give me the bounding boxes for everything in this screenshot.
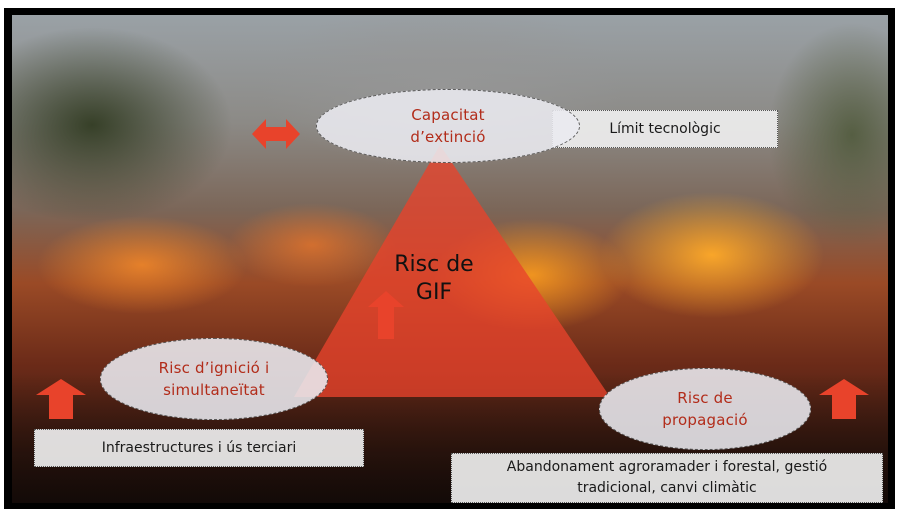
risk-triangle — [294, 145, 610, 397]
node-risc-ignicio: Risc d’ignició i simultaneïtat — [100, 338, 328, 420]
node-top-line2: d’extinció — [410, 128, 486, 146]
center-up-arrow-icon — [368, 291, 404, 339]
factor-right-box: Abandonament agroramader i forestal, ges… — [451, 453, 883, 503]
slide-frame: Límit tecnològic Capacitat d’extinció Ri… — [4, 8, 895, 509]
right-up-arrow-icon — [819, 379, 869, 419]
node-right-line2: propagació — [662, 411, 748, 429]
node-risc-propagacio: Risc de propagació — [599, 368, 811, 450]
factor-left-text: Infraestructures i ús terciari — [101, 439, 297, 456]
center-label: Risc de GIF — [372, 251, 496, 307]
factor-top-box: Límit tecnològic — [552, 110, 778, 148]
wildfire-background: Límit tecnològic Capacitat d’extinció Ri… — [12, 15, 888, 503]
double-horizontal-arrow-icon — [252, 119, 300, 149]
node-left-line2: simultaneïtat — [163, 381, 265, 399]
center-label-line1: Risc de — [394, 252, 474, 277]
node-top-line1: Capacitat — [411, 106, 485, 124]
left-up-arrow-icon — [36, 379, 86, 419]
factor-left-box: Infraestructures i ús terciari — [34, 429, 364, 467]
node-capacitat-extincio: Capacitat d’extinció — [316, 89, 580, 163]
factor-top-text: Límit tecnològic — [609, 120, 721, 137]
center-label-line2: GIF — [415, 280, 453, 305]
factor-right-line1: Abandonament agroramader i forestal, ges… — [506, 459, 828, 475]
triangle-shape — [294, 145, 610, 397]
node-left-line1: Risc d’ignició i — [158, 359, 270, 377]
factor-right-line2: tradicional, canvi climàtic — [577, 480, 757, 496]
node-right-line1: Risc de — [677, 389, 733, 407]
